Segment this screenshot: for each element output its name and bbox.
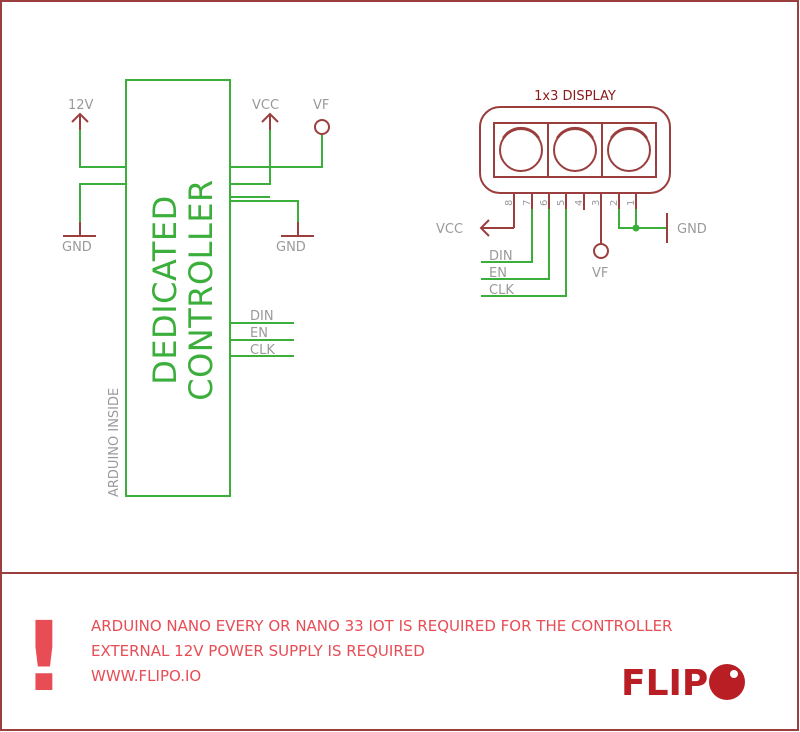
wire-display-en: [481, 209, 550, 280]
pin-number: 7: [522, 200, 533, 206]
display-label-en: EN: [489, 266, 507, 281]
controller-side-label: ARDUINO INSIDE: [107, 388, 122, 497]
wire-12v: [79, 128, 126, 168]
wire-vf: [230, 135, 323, 168]
notes-section: ! ARDUINO NANO EVERY OR NANO 33 IOT IS R…: [22, 601, 672, 713]
flip-disc-logo-icon: [709, 664, 745, 700]
controller-title-line1: DEDICATED: [146, 195, 184, 385]
pin-number: 2: [609, 200, 620, 206]
pin-number: 8: [504, 200, 515, 206]
note-line-1: ARDUINO NANO EVERY OR NANO 33 IOT IS REQ…: [91, 617, 672, 635]
pin-number: 5: [556, 200, 567, 206]
display-housing: [479, 106, 671, 194]
pin-number: 3: [591, 200, 602, 206]
flip-disc-icon: [607, 126, 651, 172]
arrow-up-icon: [261, 112, 279, 130]
vf-terminal-icon: [314, 119, 330, 135]
display-pins: [513, 193, 637, 228]
note-line-2: EXTERNAL 12V POWER SUPPLY IS REQUIRED: [91, 642, 425, 660]
wire-gnd-left: [79, 183, 126, 223]
display-block: 1x3 DISPLAY: [436, 89, 707, 298]
wire-display-din: [481, 209, 533, 263]
label-gnd-left: GND: [62, 240, 92, 255]
label-en: EN: [250, 326, 268, 341]
controller-wires: [79, 128, 323, 357]
controller-body: [125, 79, 231, 497]
wire-display-gnd: [618, 209, 667, 229]
pin-number: 6: [539, 200, 550, 206]
note-line-3: WWW.FLIPO.IO: [91, 667, 201, 685]
flip-disc-icon: [499, 126, 543, 172]
arrow-up-icon: [71, 112, 89, 130]
pin-number: 4: [574, 200, 585, 206]
controller-title-line2: CONTROLLER: [182, 179, 220, 401]
label-12v: 12V: [68, 98, 94, 113]
label-clk: CLK: [250, 343, 275, 358]
label-vf: VF: [313, 98, 329, 113]
display-label-vcc: VCC: [436, 222, 463, 237]
display-label-vf: VF: [592, 266, 608, 281]
display-pin-numbers: 8 7 6 5 4 3 2 1: [504, 200, 637, 206]
flipo-logo: FLIP: [621, 663, 745, 704]
junction-dot: [632, 224, 640, 232]
label-vcc: VCC: [252, 98, 279, 113]
display-label-clk: CLK: [489, 283, 514, 298]
label-gnd-right: GND: [276, 240, 306, 255]
wire-vcc: [230, 128, 271, 185]
controller-block: 12V VCC VF GND GND DIN EN CLK DEDICATED …: [62, 79, 330, 497]
controller-symbols: [63, 112, 330, 237]
display-window: [493, 122, 657, 178]
arrow-left-icon: [479, 219, 514, 237]
flip-disc-icon: [553, 126, 597, 172]
vf-terminal-icon: [593, 243, 609, 259]
logo-text: FLIP: [621, 663, 708, 704]
warning-exclamation-icon: !: [22, 601, 66, 713]
label-din: DIN: [250, 309, 274, 324]
wire-display-clk: [481, 209, 567, 297]
display-label-gnd: GND: [677, 222, 707, 237]
display-label-din: DIN: [489, 249, 513, 264]
pin-number: 1: [626, 200, 637, 206]
display-title: 1x3 DISPLAY: [534, 89, 616, 104]
wire-gnd-right: [230, 200, 299, 223]
